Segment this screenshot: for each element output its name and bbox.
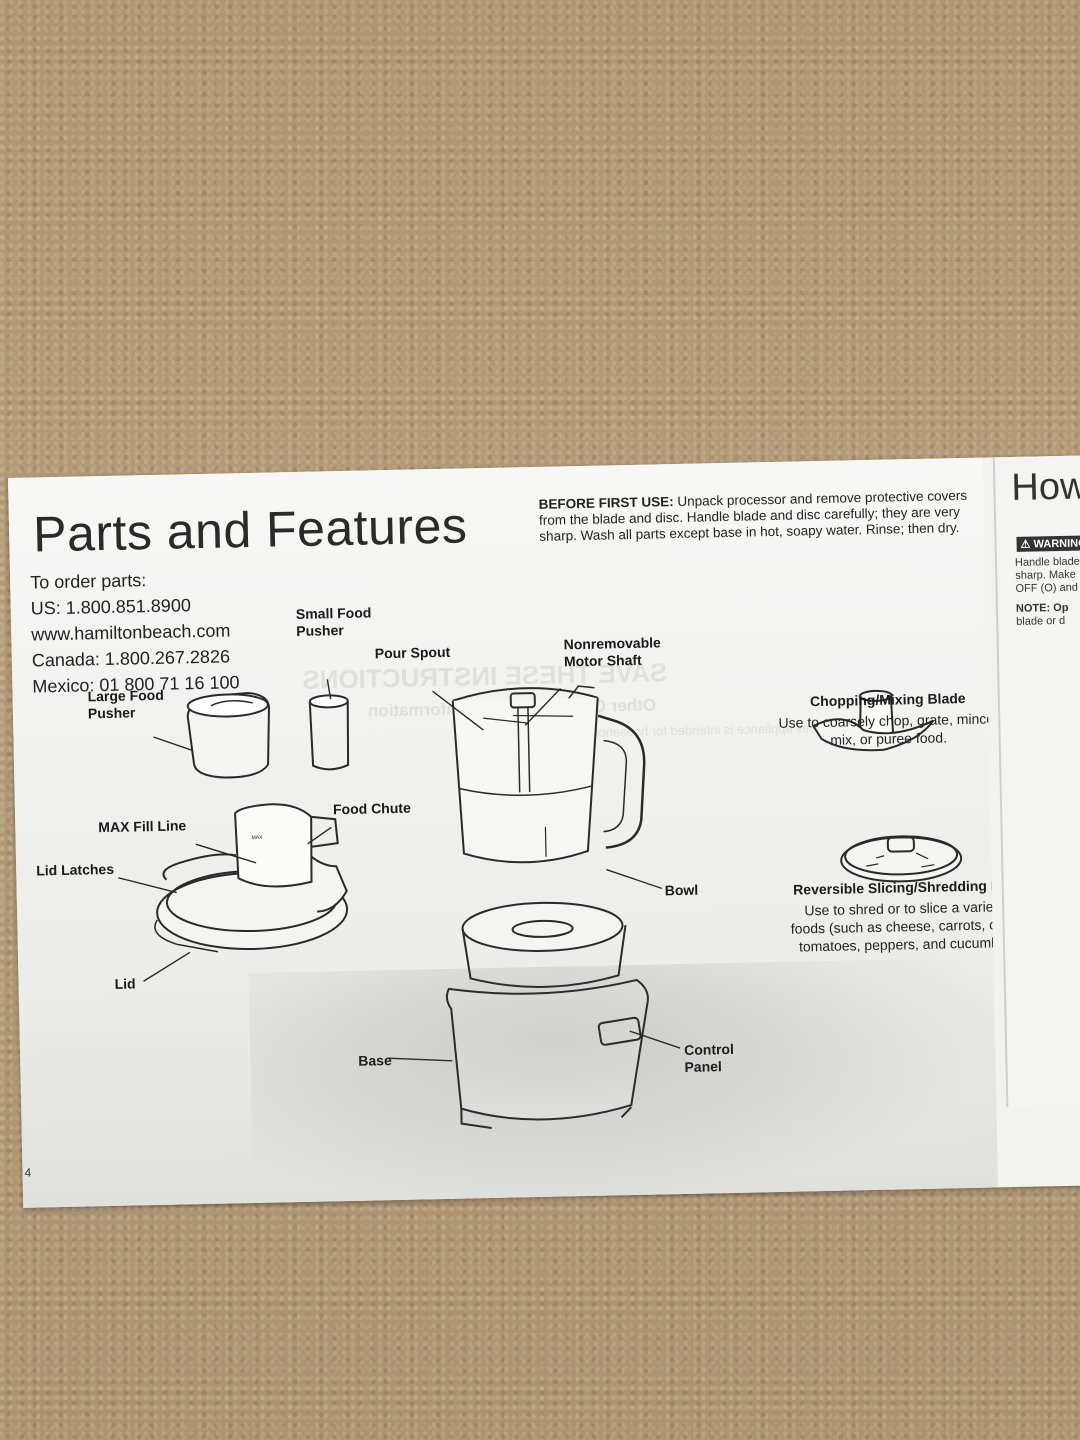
label-large-food-pusher: Large Food Pusher [87,686,164,722]
large-food-pusher-drawing [186,692,270,779]
blade-title: Chopping/Mixing Blade [809,689,966,710]
warning-label: ⚠ WARNING [1016,535,1080,552]
max-marking: MAX [252,835,264,841]
label-food-chute: Food Chute [332,799,411,818]
next-page: How ⚠ WARNING Handle blade sharp. Make O… [992,455,1080,1108]
blade-description: Use to coarsely chop, grate, mince, mix,… [778,710,999,748]
manual-page: SAVE THESE INSTRUCTIONS Other Consumer S… [8,457,999,1208]
warning-icon: ⚠ [1020,538,1031,551]
label-bowl: Bowl [664,881,699,899]
bowl-drawing [451,685,646,864]
parts-diagram: MAX [118,679,963,1130]
label-nonremovable-motor-shaft: Nonremovable Motor Shaft [563,634,662,670]
label-lid-latches: Lid Latches [36,860,115,879]
warning-text: WARNING [1033,537,1080,551]
next-page-line-1: Handle blade [1014,555,1080,569]
chopping-blade-drawing [811,689,935,752]
label-lid: Lid [114,975,136,992]
next-page-line-3: OFF (O) and [1015,581,1078,595]
next-page-line-2: sharp. Make [1015,568,1076,582]
next-page-line-4: NOTE: Op [1015,601,1069,615]
lid-drawing [154,803,349,953]
slicing-disc-drawing [840,835,963,883]
label-max-fill-line: MAX Fill Line [98,817,187,836]
instruction-booklet: SAVE THESE INSTRUCTIONS Other Consumer S… [8,455,1080,1208]
label-pour-spout: Pour Spout [374,643,451,662]
disc-description: Use to shred or to slice a variety of fo… [790,898,999,955]
label-control-panel: Control Panel [683,1040,735,1075]
next-page-line-5: blade or d [1016,614,1066,628]
next-page-title: How [1010,465,1080,509]
page-number: 4 [24,1165,32,1180]
leader-lines [118,679,681,1062]
small-food-pusher-drawing [308,694,350,771]
label-base: Base [358,1052,392,1069]
base-drawing [445,901,649,1130]
label-small-food-pusher: Small Food Pusher [295,604,372,639]
